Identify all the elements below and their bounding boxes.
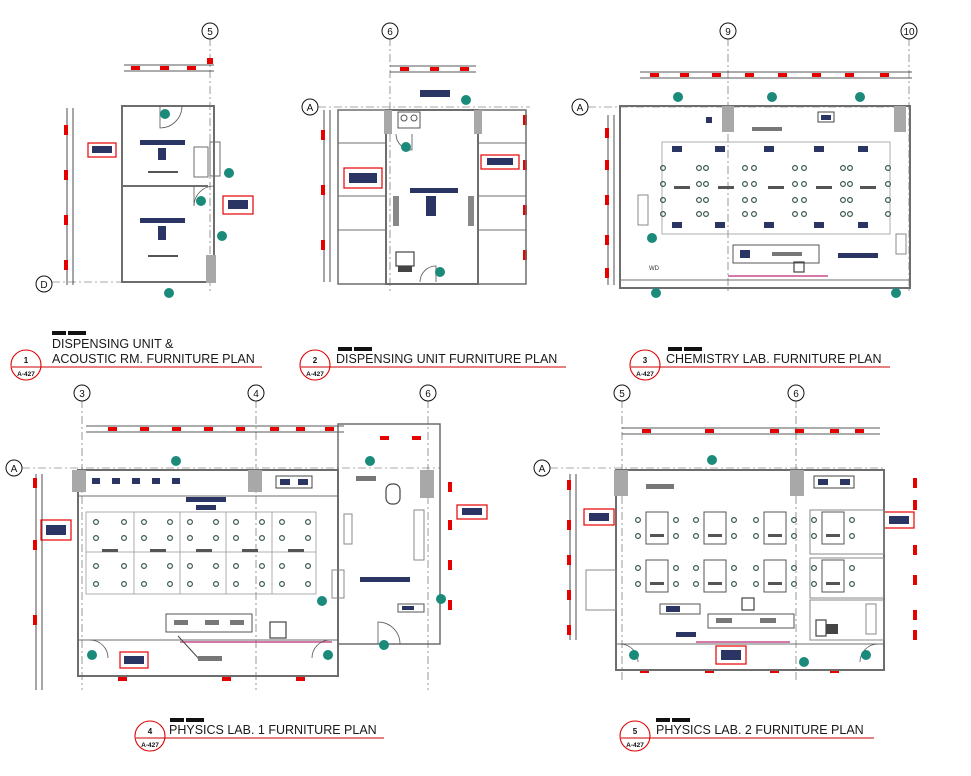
physics2-benches — [634, 511, 855, 593]
drawing-number: 1 — [24, 356, 29, 365]
plan-2: 6 A — [301, 22, 530, 292]
grid-bubble-5: 5 — [207, 27, 213, 38]
sheet-ref: A-427 — [306, 371, 324, 378]
plan-1: 5 D — [35, 22, 254, 298]
grid-bubble-9: 9 — [725, 27, 731, 38]
lab-benches — [659, 141, 891, 235]
grid-bubble-D: D — [40, 280, 47, 291]
title-block-5: 5 A-427 PHYSICS LAB. 2 FURNITURE PLAN — [619, 718, 874, 752]
drawing-number: 3 — [643, 356, 648, 365]
grid-bubble-A: A — [11, 464, 18, 475]
grid-bubble-5: 5 — [619, 389, 625, 400]
grid-bubble-4: 4 — [253, 389, 259, 400]
plan-title: CHEMISTRY LAB. FURNITURE PLAN — [666, 352, 882, 366]
plan-3: 9 10 A WD — [571, 22, 918, 298]
plan-title-line1: DISPENSING UNIT & — [52, 337, 174, 351]
grid-bubble-3: 3 — [79, 389, 85, 400]
drawing-number: 5 — [633, 727, 638, 736]
drawing-number: 2 — [313, 356, 318, 365]
sheet-ref: A-427 — [17, 371, 35, 378]
grid-bubble-A: A — [307, 103, 314, 114]
grid-bubble-10: 10 — [903, 27, 915, 38]
grid-bubble-6: 6 — [387, 27, 393, 38]
title-block-2: 2 A-427 DISPENSING UNIT FURNITURE PLAN — [299, 347, 566, 381]
grid-bubble-A: A — [577, 103, 584, 114]
sheet-ref: A-427 — [141, 742, 159, 749]
title-block-4: 4 A-427 PHYSICS LAB. 1 FURNITURE PLAN — [134, 718, 384, 752]
physics-benches — [85, 511, 317, 595]
sheet-ref: A-427 — [636, 371, 654, 378]
plan-title: PHYSICS LAB. 1 FURNITURE PLAN — [169, 723, 377, 737]
plan-title: PHYSICS LAB. 2 FURNITURE PLAN — [656, 723, 864, 737]
title-block-3: 3 A-427 CHEMISTRY LAB. FURNITURE PLAN — [629, 347, 890, 381]
drawing-number: 4 — [148, 727, 153, 736]
room-tag-wd: WD — [649, 266, 660, 272]
plan-title-line2: ACOUSTIC RM. FURNITURE PLAN — [52, 352, 255, 366]
grid-bubble-A: A — [539, 464, 546, 475]
grid-bubble-6: 6 — [793, 389, 799, 400]
grid-bubble-6: 6 — [425, 389, 431, 400]
title-block-1: 1 A-427 DISPENSING UNIT & ACOUSTIC RM. F… — [10, 331, 262, 381]
plan-title: DISPENSING UNIT FURNITURE PLAN — [336, 352, 557, 366]
sheet-ref: A-427 — [626, 742, 644, 749]
plan-4: 3 4 6 A — [5, 384, 488, 690]
plan-5: 5 6 A — [533, 384, 917, 682]
